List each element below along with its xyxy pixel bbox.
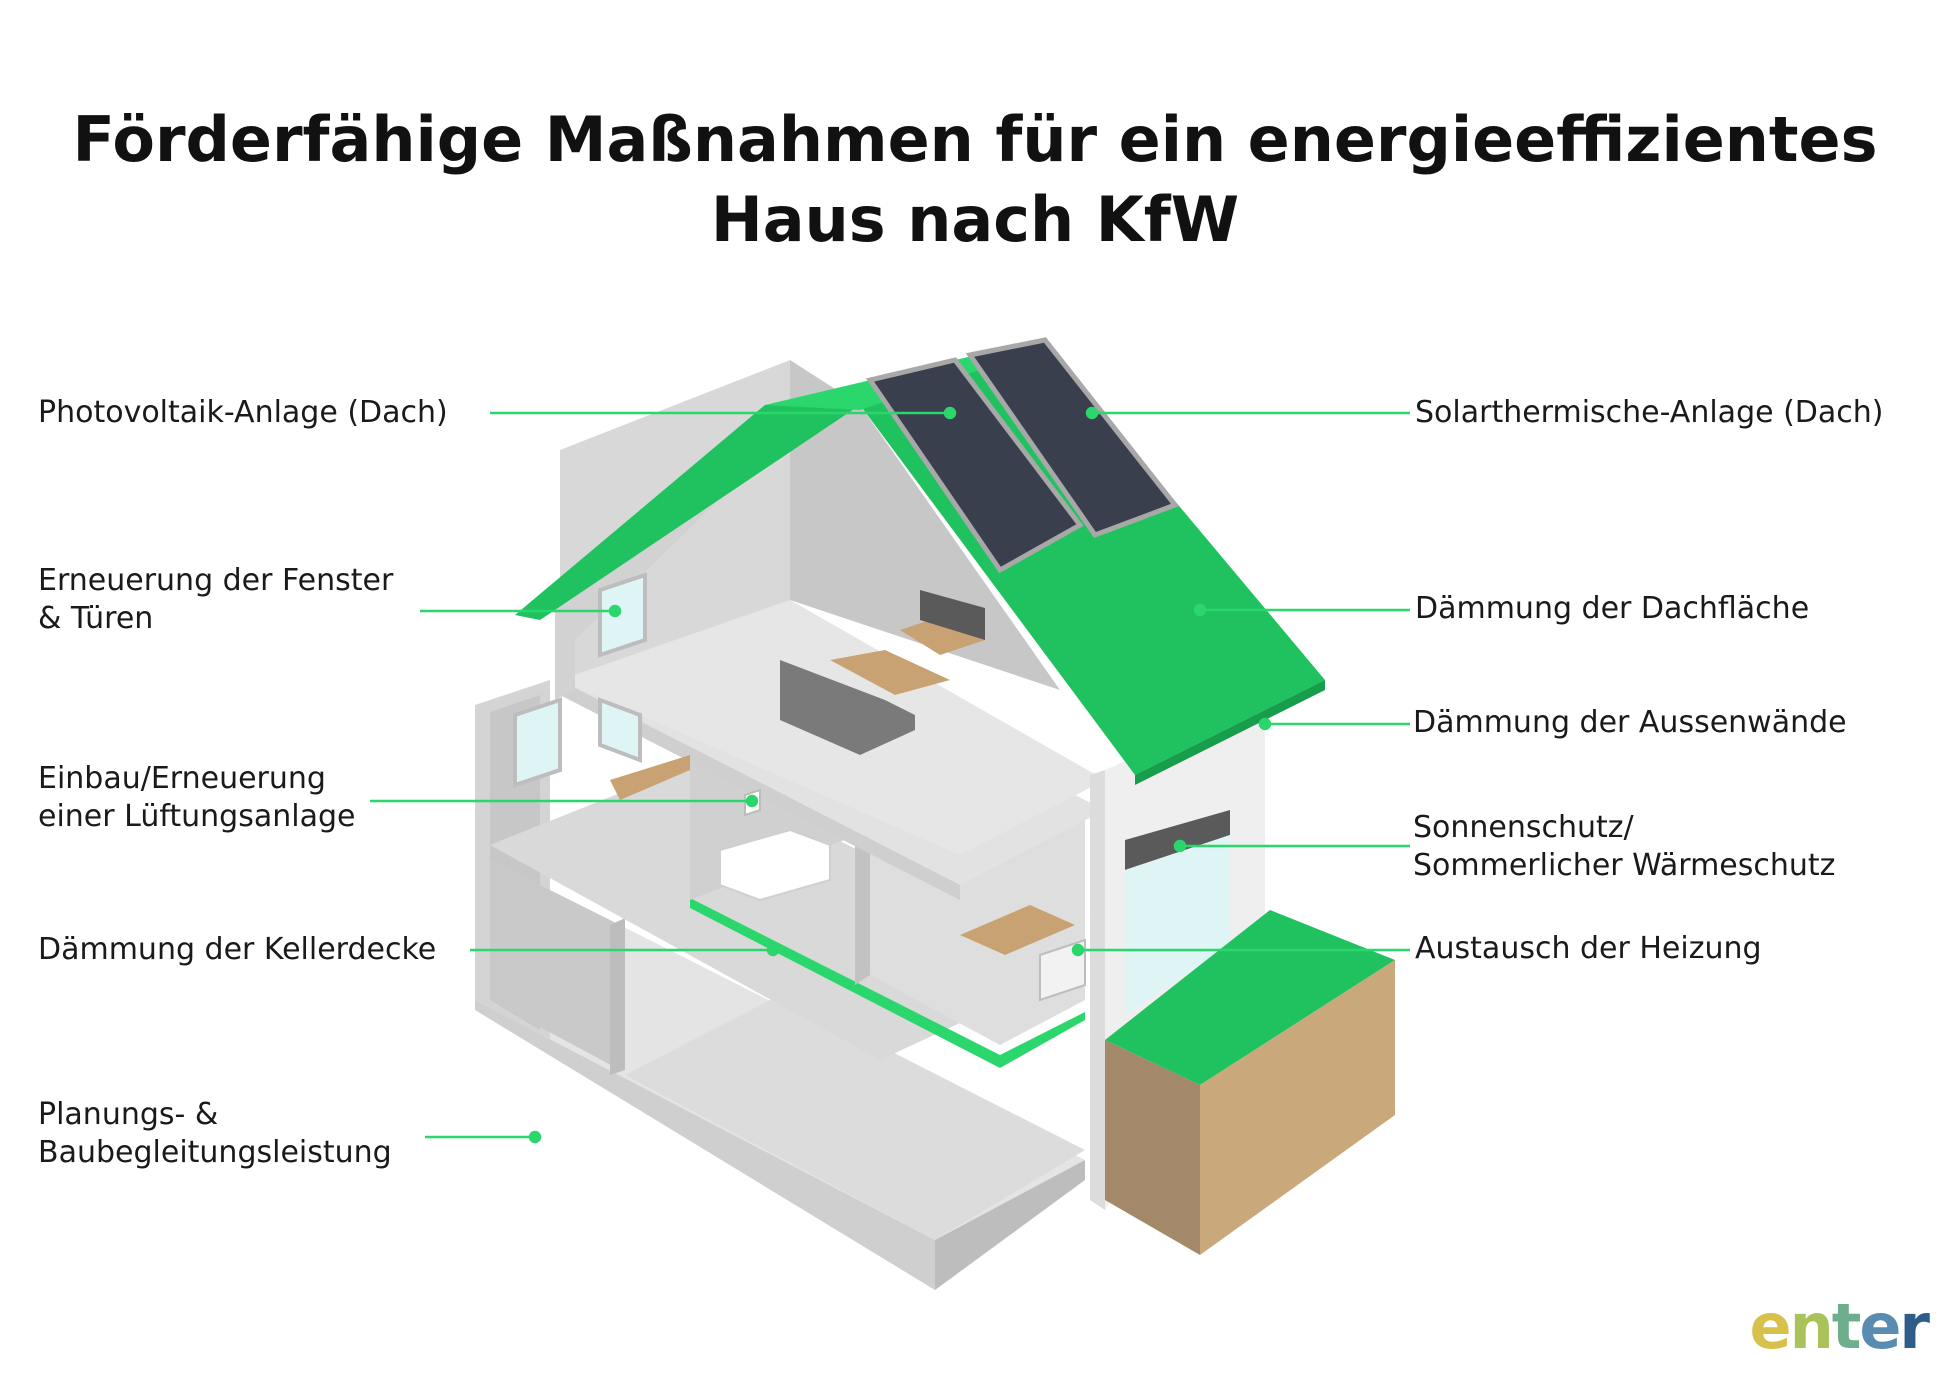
dot-lueftung bbox=[745, 794, 759, 808]
radiator bbox=[1039, 938, 1086, 1002]
label-kellerdecke: Dämmung der Kellerdecke bbox=[38, 932, 437, 967]
annex-roof bbox=[1105, 910, 1395, 1085]
basement-room-floor bbox=[625, 995, 1085, 1240]
attic-gable bbox=[790, 360, 1060, 690]
label-photovoltaik: Photovoltaik-Anlage (Dach) bbox=[38, 395, 448, 430]
label-heizung: Austausch der Heizung bbox=[1415, 931, 1762, 966]
bathtub bbox=[719, 828, 831, 902]
dot-planung bbox=[528, 1130, 542, 1144]
tv bbox=[920, 590, 985, 640]
label-dachflaeche: Dämmung der Dachfläche bbox=[1415, 591, 1810, 626]
dot-photovoltaik bbox=[943, 406, 957, 420]
soil-front bbox=[1105, 1040, 1200, 1255]
roof-right-edge bbox=[1135, 680, 1325, 785]
soil-side bbox=[1200, 960, 1395, 1255]
dining-table bbox=[960, 905, 1075, 955]
basement-floor-front bbox=[475, 1000, 935, 1290]
ground-window-1 bbox=[513, 697, 562, 788]
sun-shade bbox=[1125, 810, 1230, 870]
coffee-table bbox=[830, 650, 950, 695]
basement-partition bbox=[610, 918, 625, 1075]
label-fenster: Erneuerung der Fenster & Türen bbox=[38, 563, 394, 636]
tv-bench bbox=[900, 615, 985, 655]
label-solarthermie: Solarthermische-Anlage (Dach) bbox=[1415, 395, 1884, 430]
outer-wall-edge bbox=[1090, 770, 1105, 1210]
solarthermie-panel bbox=[965, 337, 1180, 539]
patio-window bbox=[1125, 835, 1230, 1015]
logo-letter: n bbox=[1789, 1290, 1834, 1363]
title-line-1: Förderfähige Maßnahmen für ein energieef… bbox=[72, 103, 1878, 176]
dot-kellerdecke bbox=[766, 943, 780, 957]
basement-back-wall bbox=[490, 860, 620, 1070]
dot-solarthermie bbox=[1085, 406, 1099, 420]
dot-dachflaeche bbox=[1193, 603, 1207, 617]
dot-fenster bbox=[608, 604, 622, 618]
ground-window-2 bbox=[598, 697, 642, 763]
label-lueftung: Einbau/Erneuerung einer Lüftungsanlage bbox=[38, 761, 356, 834]
label-sonnenschutz: Sonnenschutz/ Sommerlicher Wärmeschutz bbox=[1413, 810, 1836, 883]
kitchen-counter bbox=[610, 755, 690, 800]
basement-floor-side bbox=[935, 1160, 1085, 1290]
dot-sonnenschutz bbox=[1173, 839, 1187, 853]
attic-window bbox=[598, 572, 647, 658]
dot-aussenwaende bbox=[1258, 717, 1272, 731]
logo-letter: e bbox=[1749, 1290, 1792, 1363]
enter-logo: enter bbox=[1749, 1290, 1930, 1363]
logo-letter: e bbox=[1859, 1290, 1901, 1363]
sofa bbox=[780, 660, 915, 755]
page-title: Förderfähige Maßnahmen für ein energieef… bbox=[0, 100, 1950, 260]
title-line-2: Haus nach KfW bbox=[710, 183, 1240, 256]
dot-heizung bbox=[1071, 943, 1085, 957]
label-planung: Planungs- & Baubegleitungsleistung bbox=[38, 1097, 392, 1170]
logo-letter: r bbox=[1899, 1290, 1930, 1363]
logo-letter: t bbox=[1831, 1290, 1862, 1363]
roof-left bbox=[515, 405, 860, 620]
ground-floor-partition bbox=[855, 820, 870, 985]
leader-lines bbox=[370, 406, 1410, 1144]
label-aussenwaende: Dämmung der Aussenwände bbox=[1413, 705, 1847, 740]
